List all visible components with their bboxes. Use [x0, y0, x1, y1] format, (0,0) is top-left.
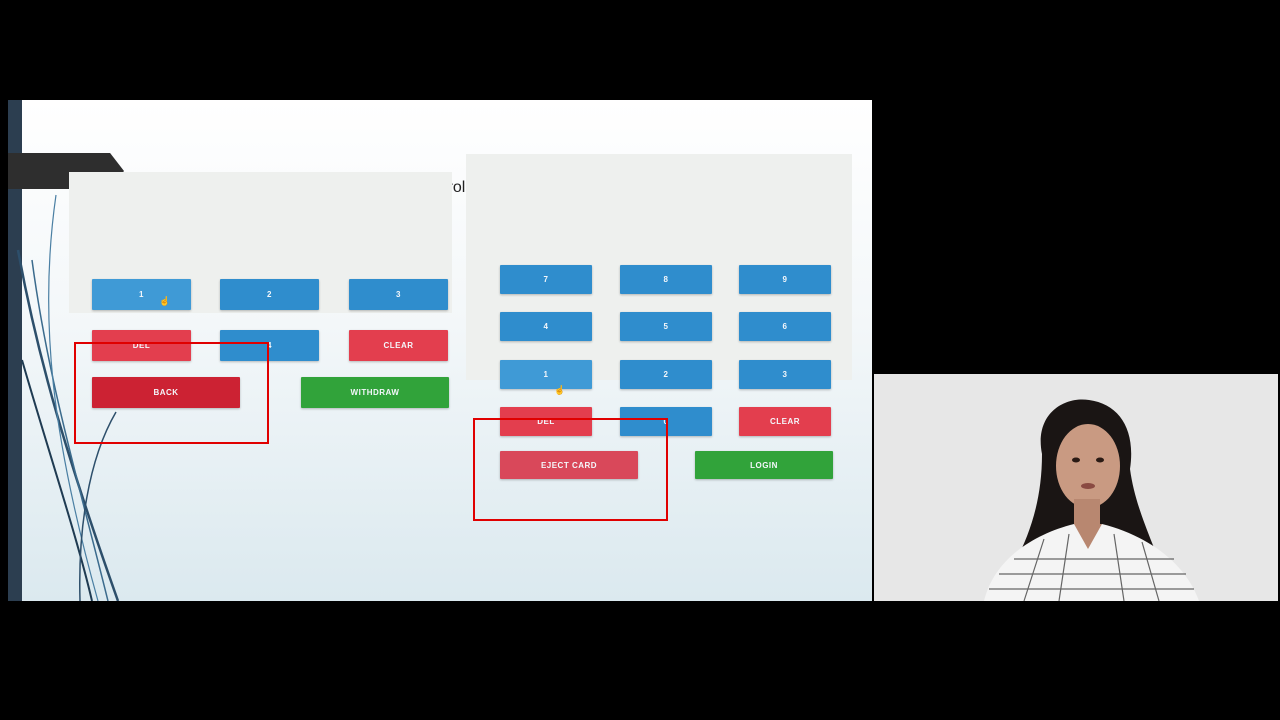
presenter-video: [874, 374, 1278, 601]
withdraw-button[interactable]: WITHDRAW: [301, 377, 449, 408]
back-button[interactable]: BACK: [92, 377, 240, 408]
clear-button[interactable]: CLEAR: [739, 407, 831, 436]
del-button[interactable]: DEL: [92, 330, 191, 361]
key-4-button[interactable]: 4: [220, 330, 319, 361]
highlight-box-back: [74, 342, 269, 444]
key-4-button[interactable]: 4: [500, 312, 592, 341]
eject-card-button[interactable]: EJECT CARD: [500, 451, 638, 479]
key-2-button[interactable]: 2: [220, 279, 319, 310]
key-6-button[interactable]: 6: [739, 312, 831, 341]
hand-cursor-icon: ☝: [159, 296, 171, 306]
key-9-button[interactable]: 9: [739, 265, 831, 294]
key-1-button[interactable]: 1: [92, 279, 191, 310]
login-button[interactable]: LOGIN: [695, 451, 833, 479]
hand-cursor-icon: ☝: [554, 385, 566, 395]
presenter-webcam: [874, 374, 1278, 601]
key-7-button[interactable]: 7: [500, 265, 592, 294]
key-8-button[interactable]: 8: [620, 265, 712, 294]
key-2-button[interactable]: 2: [620, 360, 712, 389]
key-1-button[interactable]: 1: [500, 360, 592, 389]
key-3-button[interactable]: 3: [349, 279, 448, 310]
del-button[interactable]: DEL: [500, 407, 592, 436]
key-3-button[interactable]: 3: [739, 360, 831, 389]
key-5-button[interactable]: 5: [620, 312, 712, 341]
highlight-box-eject-card: [473, 418, 668, 521]
clear-button[interactable]: CLEAR: [349, 330, 448, 361]
